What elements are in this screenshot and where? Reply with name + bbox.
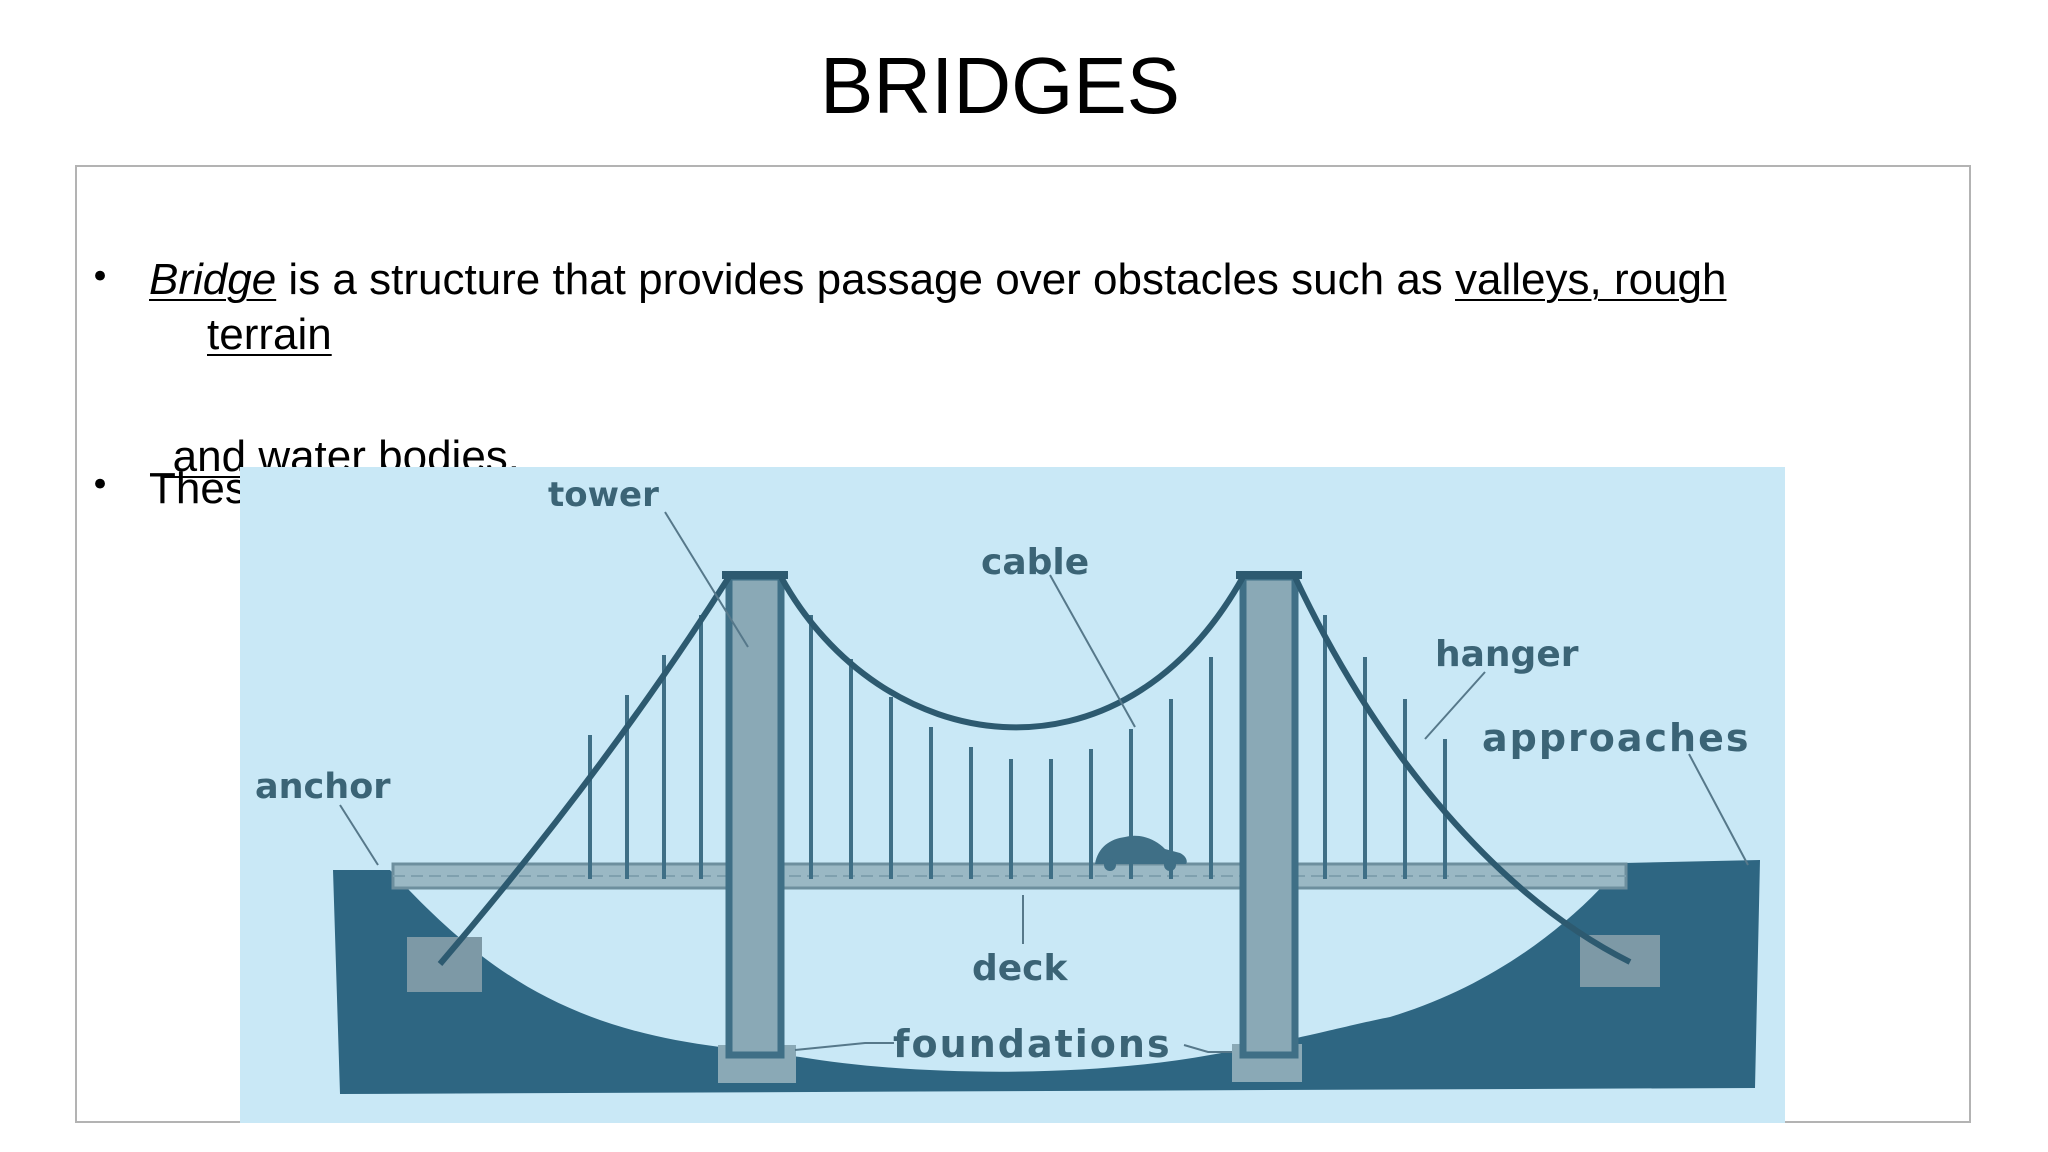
- bullet-1-line-2: terrain: [207, 313, 332, 357]
- bullet-marker: •: [90, 465, 111, 505]
- suspension-bridge-diagram: tower cable hanger approaches anchor dec…: [240, 467, 1785, 1123]
- label-hanger: hanger: [1435, 634, 1579, 675]
- label-tower: tower: [548, 475, 659, 515]
- leader-lines: [339, 511, 1749, 1053]
- bullet-1-line-1: Bridge is a structure that provides pass…: [149, 258, 1727, 302]
- car: [1095, 835, 1187, 871]
- bridge-term: Bridge: [149, 255, 277, 304]
- right-tower: [1239, 573, 1299, 1059]
- label-approaches: approaches: [1482, 716, 1751, 760]
- bullet-2-text: Thes: [149, 464, 247, 513]
- label-deck: deck: [972, 948, 1069, 989]
- slide-title: BRIDGES: [819, 41, 1181, 130]
- left-anchor-block: [407, 937, 482, 992]
- label-anchor: anchor: [255, 767, 391, 807]
- bullet-1-terrain: terrain: [207, 310, 332, 359]
- bullet-marker: •: [90, 257, 111, 297]
- valley-ground: [333, 860, 1760, 1094]
- label-cable: cable: [981, 542, 1089, 583]
- left-tower: [725, 573, 785, 1059]
- main-cables: [437, 575, 1632, 966]
- bullet-1-text: is a structure that provides passage ove…: [276, 255, 1456, 304]
- bullet-1-underlined-terms: valleys, rough: [1455, 255, 1727, 304]
- label-foundations: foundations: [893, 1022, 1172, 1066]
